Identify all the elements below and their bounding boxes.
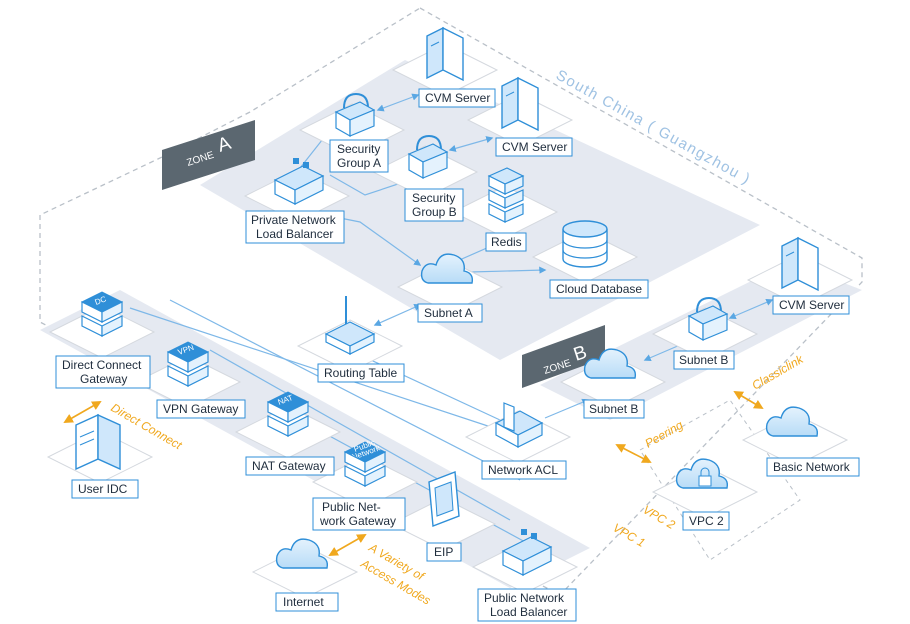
network-acl-node[interactable] [465, 402, 571, 464]
public-network-gateway-label-2: work Gateway [319, 514, 396, 528]
basic-network-label: Basic Network [773, 460, 851, 474]
vpn-gateway-node[interactable]: VPN [135, 341, 241, 409]
subnet-a-node[interactable] [397, 253, 503, 314]
public-network-gateway-node[interactable]: Public Network [312, 438, 418, 509]
private-nlb-label-1: Private Network [251, 213, 337, 227]
router-icon [324, 296, 376, 355]
private-nlb-node[interactable] [244, 158, 350, 223]
connections [129, 93, 774, 551]
cloud-icon [420, 253, 474, 284]
eip-label: EIP [434, 545, 453, 559]
direct-connect-gateway-label-1: Direct Connect [62, 358, 142, 372]
cvm-server-1-label: CVM Server [425, 91, 490, 105]
vpc1-annotation: VPC 1 [611, 520, 648, 549]
basic-network-node[interactable] [742, 406, 848, 467]
zone-a-tag: ZONE A [162, 120, 255, 190]
user-idc-node[interactable] [47, 413, 153, 484]
subnet-b-lower-node[interactable] [560, 348, 666, 409]
cvm-server-3-node[interactable] [747, 236, 853, 307]
vpn-gateway-label: VPN Gateway [163, 402, 238, 416]
orange-arrows [63, 391, 764, 556]
nat-gateway-icon: NAT [266, 391, 310, 437]
database-icon [562, 220, 608, 268]
cvm-server-2-label: CVM Server [502, 140, 567, 154]
cloud-database-label: Cloud Database [556, 282, 642, 296]
subnet-b-upper-label: Subnet B [679, 353, 728, 367]
internet-node[interactable] [252, 538, 358, 599]
security-group-a-label-1: Security [337, 142, 380, 156]
subnet-b-upper-node[interactable] [652, 296, 758, 361]
svg-text:B: B [571, 342, 590, 366]
public-nlb-label-1: Public Network [484, 591, 565, 605]
classiclink-annotation: Classiclink [750, 352, 807, 393]
security-group-b-node[interactable] [372, 134, 478, 199]
peering-annotation: Peering [643, 418, 686, 451]
eip-node[interactable] [390, 471, 496, 551]
public-gateway-icon: Public Network [343, 438, 387, 487]
vpc2-node[interactable] [652, 458, 758, 519]
load-balancer-icon [273, 158, 325, 205]
svg-text:DC: DC [94, 294, 108, 306]
lock-icon [407, 134, 449, 180]
public-network-gateway-label-1: Public Net- [322, 500, 381, 514]
direct-connect-gateway-label-2: Gateway [80, 372, 127, 386]
server-icon [426, 26, 464, 82]
cloud-lock-icon [675, 458, 729, 489]
security-group-b-label-2: Group B [412, 205, 457, 219]
dc-gateway-icon: DC [80, 291, 124, 337]
internet-label: Internet [283, 595, 324, 609]
routing-table-label: Routing Table [324, 366, 397, 380]
idc-building-icon [75, 413, 121, 471]
subnet-b-lower-label: Subnet B [589, 402, 638, 416]
vpc2-region-annotation: VPC 2 [641, 502, 678, 532]
nat-gateway-node[interactable]: NAT [235, 391, 341, 459]
load-balancer-icon [501, 529, 553, 576]
cloud-icon [765, 406, 819, 437]
vpn-gateway-icon: VPN [166, 341, 210, 387]
cloud-icon [275, 538, 329, 569]
eip-icon [428, 471, 460, 527]
public-nlb-label-2: Load Balancer [490, 605, 567, 619]
cvm-server-1-node[interactable] [392, 26, 498, 97]
subnet-a-label: Subnet A [424, 306, 473, 320]
private-nlb-label-2: Load Balancer [256, 227, 333, 241]
redis-stack-icon [487, 167, 525, 223]
user-idc-label: User IDC [78, 482, 128, 496]
cvm-server-2-node[interactable] [467, 76, 573, 147]
server-icon [501, 76, 539, 132]
lock-icon [687, 296, 729, 342]
server-icon [781, 236, 819, 292]
nat-gateway-label: NAT Gateway [252, 459, 326, 473]
routing-table-node[interactable] [297, 296, 403, 373]
lock-icon [334, 92, 376, 138]
cloud-database-node[interactable] [532, 220, 638, 284]
redis-node[interactable] [452, 167, 558, 239]
acl-icon [494, 402, 544, 449]
cloud-icon [583, 348, 637, 379]
security-group-a-node[interactable] [299, 92, 405, 157]
network-acl-label: Network ACL [488, 463, 558, 477]
redis-label: Redis [491, 235, 522, 249]
public-nlb-node[interactable] [472, 529, 578, 594]
cvm-server-3-label: CVM Server [779, 298, 844, 312]
vpc2-label: VPC 2 [689, 514, 724, 528]
labels: CVM Server CVM Server CVM Server Securit… [55, 88, 860, 622]
region-boundary [39, 7, 863, 596]
security-group-a-label-2: Group A [337, 156, 381, 170]
direct-connect-gateway-node[interactable]: DC [49, 291, 155, 359]
zone-b-tag: ZONE B [522, 325, 605, 388]
security-group-b-label-1: Security [412, 191, 455, 205]
